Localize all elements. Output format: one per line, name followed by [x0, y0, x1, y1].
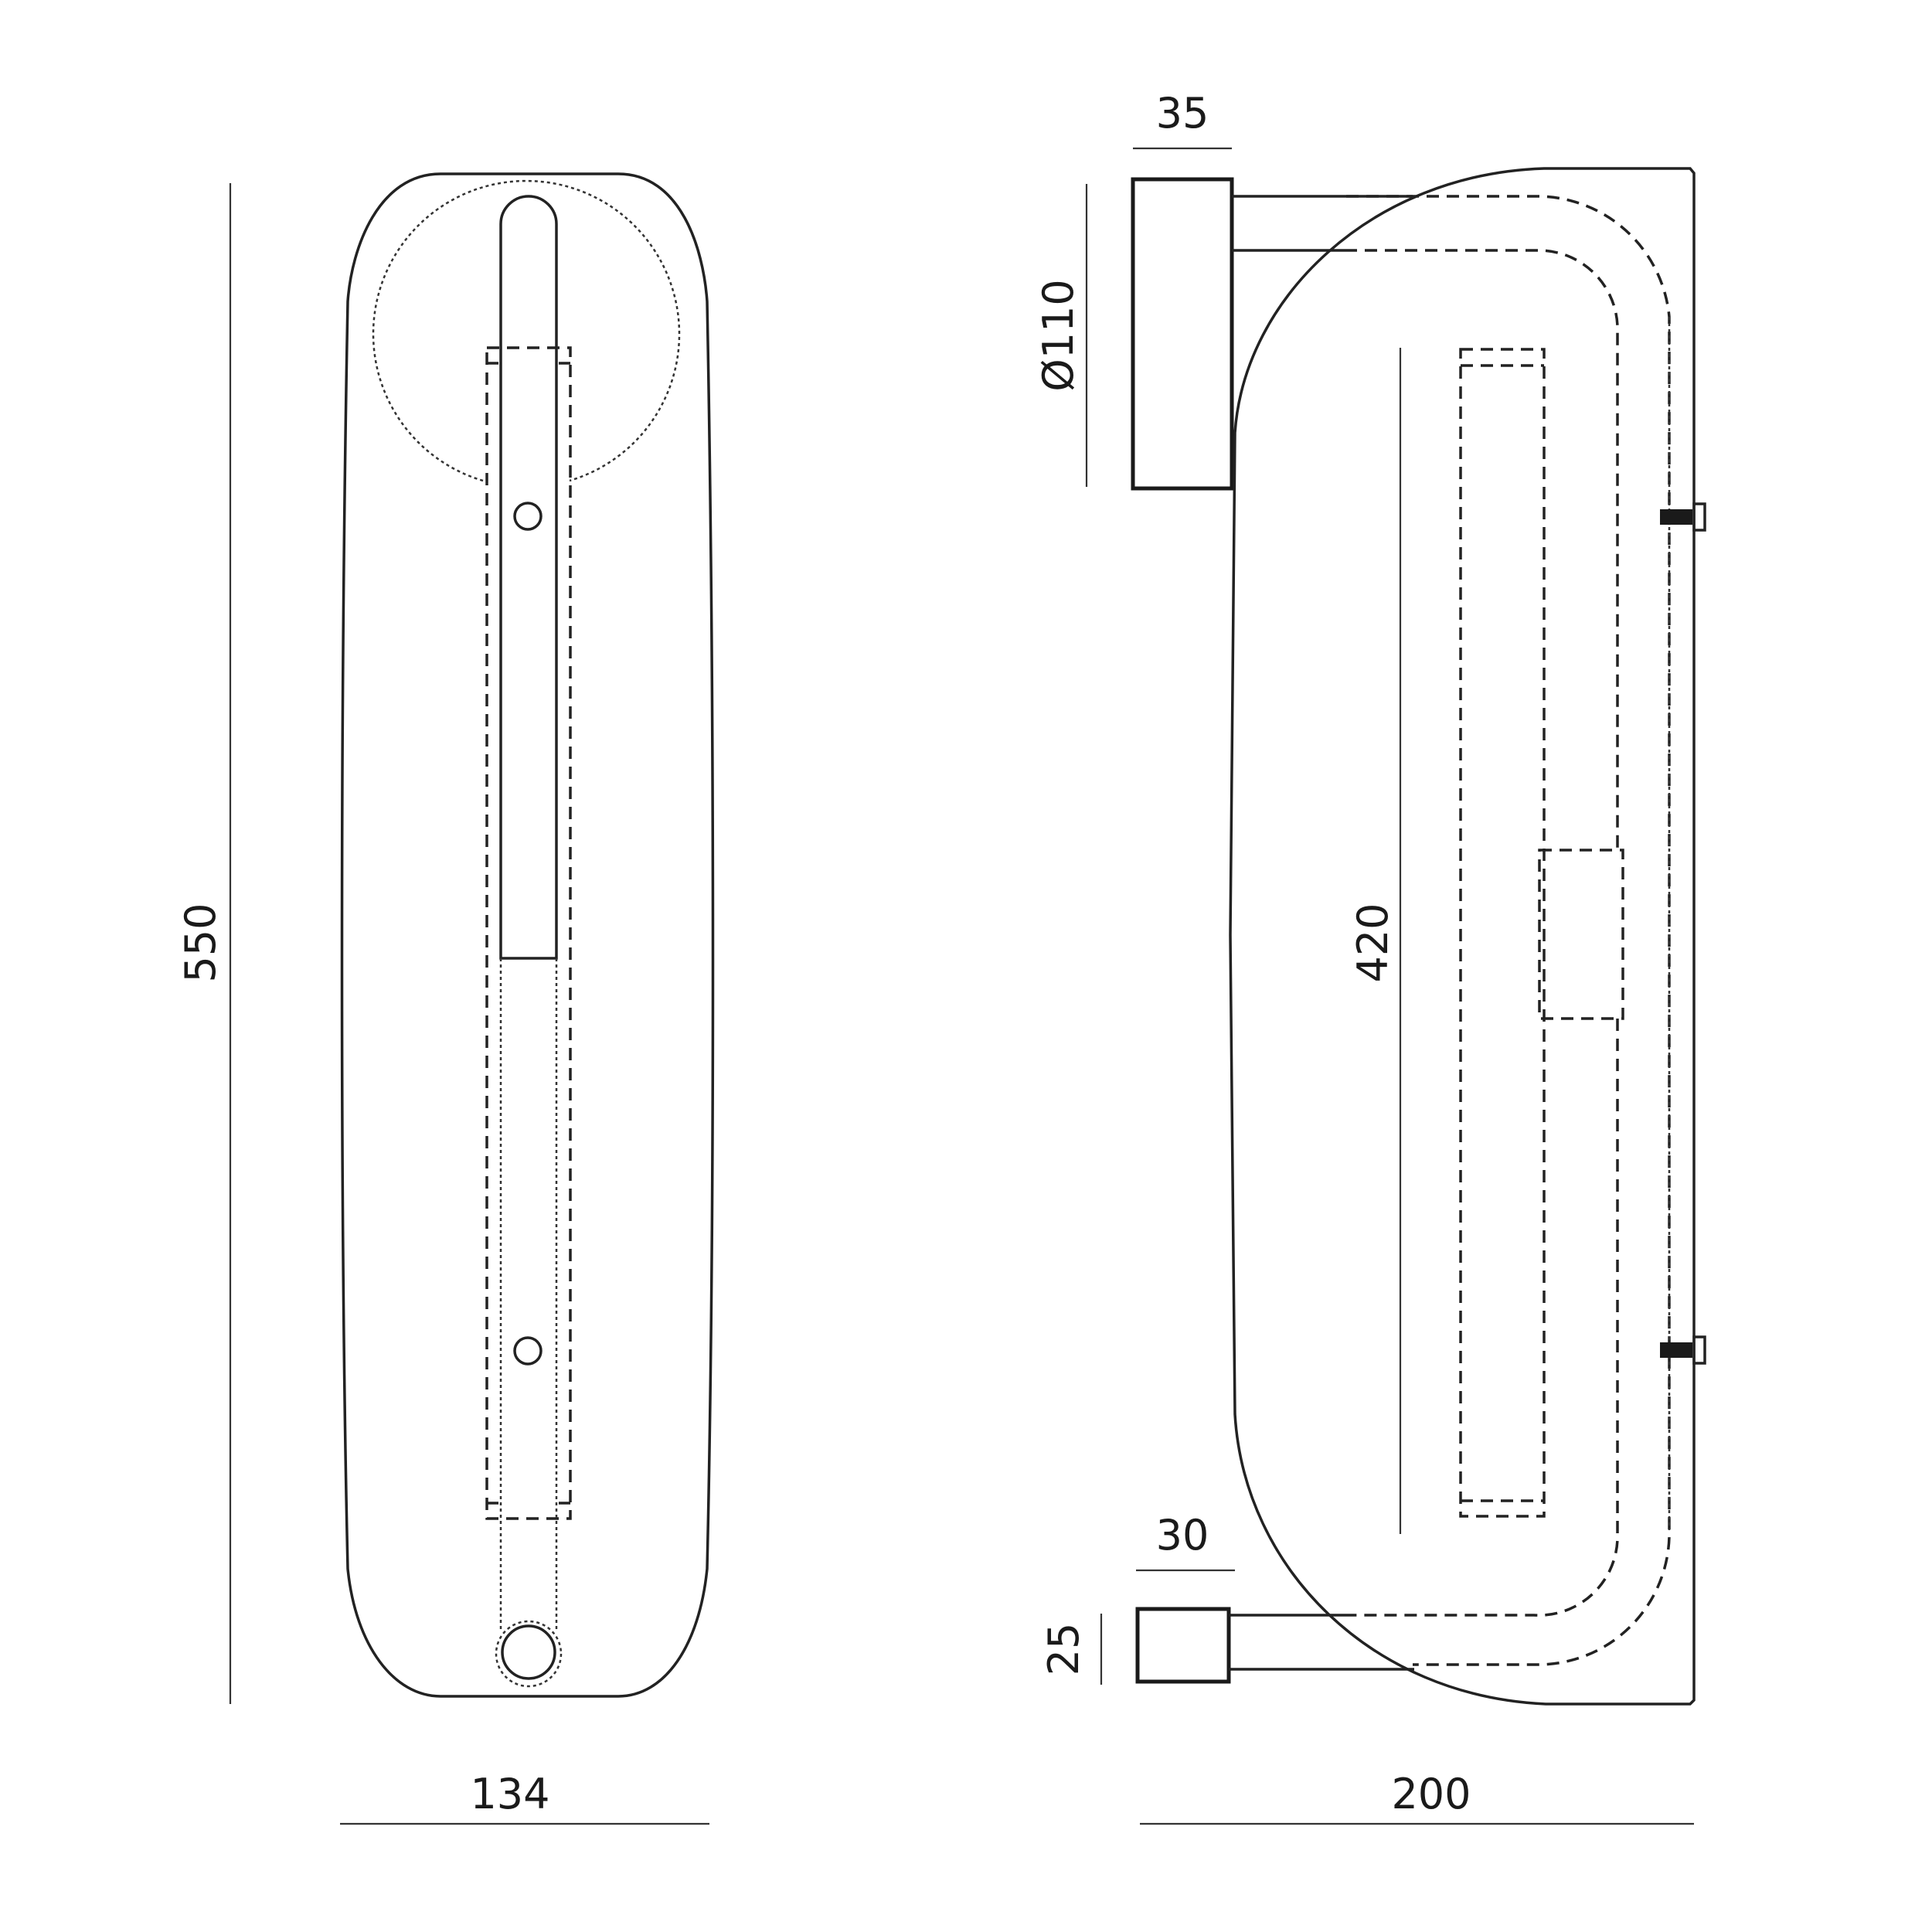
front-width-label: 134	[470, 1770, 549, 1818]
front-canopy-circle	[372, 179, 681, 482]
side-canopy-diameter-label: Ø110	[1034, 279, 1083, 392]
front-inner-frame	[485, 346, 572, 1520]
front-body-outline	[340, 172, 715, 1698]
side-view: 420 35 Ø110 30 25 200	[1034, 89, 1706, 1825]
side-led-module	[1459, 348, 1546, 1518]
side-canopy-block	[1131, 177, 1234, 491]
front-mount-hole-bottom	[513, 1336, 543, 1366]
front-height-label: 550	[176, 903, 225, 982]
side-width-label: 200	[1391, 1770, 1471, 1818]
side-screw-top-cap	[1692, 502, 1706, 532]
side-canopy-depth-label: 35	[1156, 89, 1209, 138]
side-foot-height-label: 25	[1039, 1623, 1088, 1676]
side-inner-length-label: 420	[1349, 903, 1397, 982]
side-foot-depth-label: 30	[1156, 1511, 1209, 1560]
side-screw-top	[1660, 509, 1692, 525]
side-cable-inner	[1345, 249, 1619, 1617]
side-cable-outer	[1346, 195, 1671, 1666]
side-driver-box	[1538, 849, 1624, 1020]
front-central-rod	[499, 195, 558, 960]
front-rod-end-inner	[501, 1624, 556, 1680]
side-screw-bottom	[1660, 1342, 1692, 1358]
front-view: 550 134	[176, 172, 715, 1825]
side-body-outline	[1229, 167, 1696, 1706]
side-screw-bottom-cap	[1692, 1335, 1706, 1365]
side-foot-block	[1135, 1607, 1231, 1684]
front-rod-end-outer	[495, 1620, 563, 1688]
front-mount-hole-top	[513, 502, 543, 531]
